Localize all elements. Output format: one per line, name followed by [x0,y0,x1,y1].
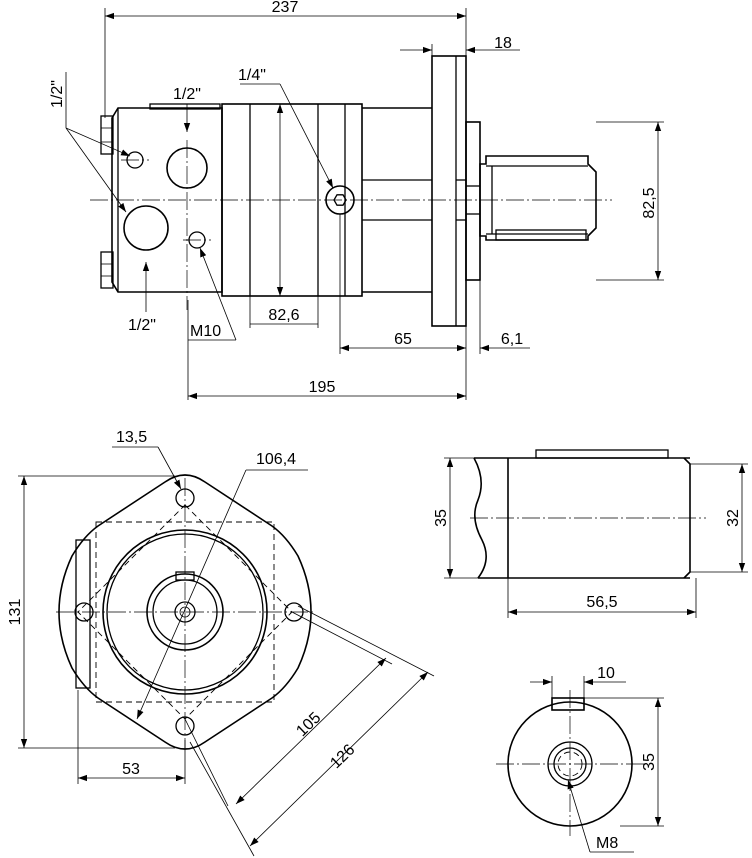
label-m10: M10 [190,323,221,340]
dim-pilot-diameter: 106,4 [256,451,296,468]
label-port-left: 1/2" [49,80,66,108]
dim-hole-diameter: 13,5 [116,429,147,446]
label-port-top: 1/2" [173,86,201,103]
dim-shaft-length: 65 [394,331,412,348]
body-side-edge [75,539,91,689]
side-view: 237 18 1/2" 1/2" 1/2" 1/4" 82,6 M10 [49,0,664,400]
dim-shaft-key-diameter: 32 [725,509,742,527]
shaft-end-key [551,697,585,711]
label-m8: M8 [596,835,618,852]
hidden-square [95,521,275,703]
flange [431,55,467,327]
end-cap-rim [149,103,221,110]
shaft-end-view: 10 35 M8 [496,665,664,853]
dim-offset-53: 53 [122,761,140,778]
dim-shaft-diameter: 35 [433,509,450,527]
shaft-key [495,229,587,241]
bolt-head-bottom [100,251,114,289]
dim-flange-thickness: 18 [494,35,512,52]
label-drain-port: 1/4" [238,67,266,84]
break-line [473,457,487,579]
flange-outline [58,474,312,750]
neck-outline [362,107,432,293]
dim-flange-diagonal: 126 [327,741,358,772]
dim-body-diameter: 82,6 [268,307,299,324]
dim-bolt-square: 105 [293,709,324,740]
shaft-detail: 35 32 56,5 [433,449,748,618]
dim-shaft-key-length: 56,5 [586,594,617,611]
dim-key-width: 10 [597,665,615,682]
dim-pilot-length: 6,1 [501,331,523,348]
key-detail [535,449,669,459]
label-port-bottom: 1/2" [128,317,156,334]
front-view: 131 13,5 106,4 53 105 126 [7,429,435,857]
dim-body-length: 195 [309,379,336,396]
dim-shaft-end-diameter: 35 [641,753,658,771]
dim-total-length: 237 [272,0,299,16]
shaft [479,155,597,241]
main-port-bottom [123,205,169,251]
pilot [465,121,481,281]
bolt-head-top [100,115,114,155]
dim-shaft-height: 82,5 [641,187,658,218]
dim-flange-height: 131 [7,599,24,626]
